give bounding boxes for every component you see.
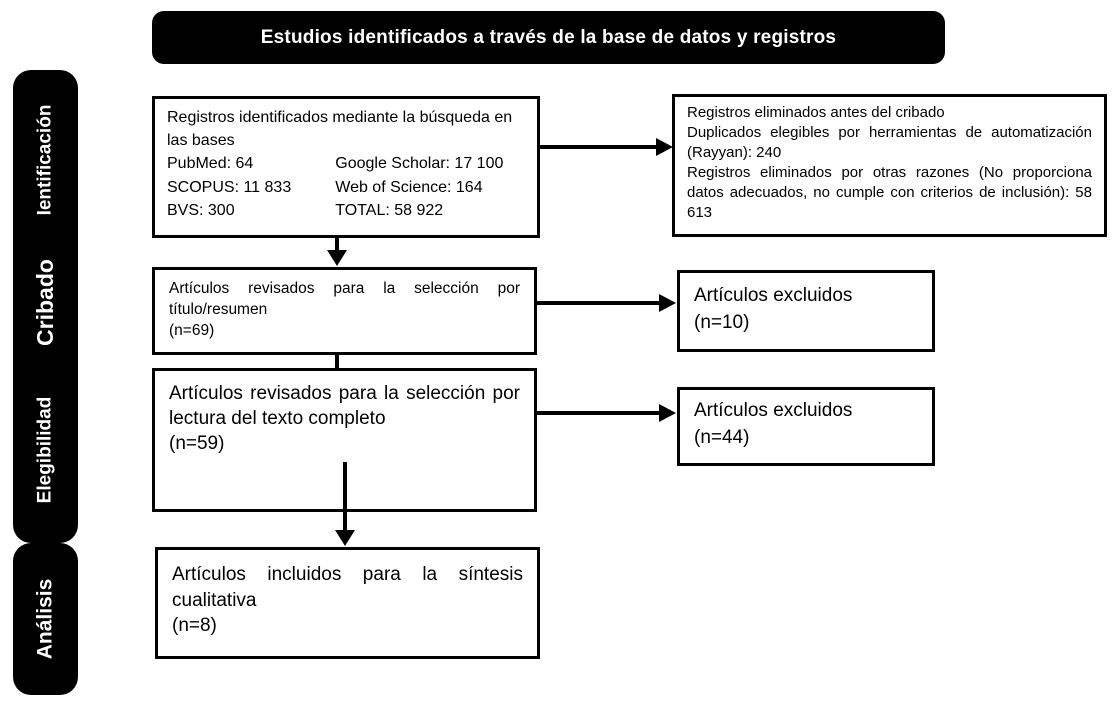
source-bvs: BVS: 300 (167, 201, 235, 219)
records-identified-sources: PubMed: 64 Google Scholar: 17 100 SCOPUS… (167, 152, 525, 222)
arrow-fulltext-to-included (343, 462, 347, 532)
source-pubmed: PubMed: 64 (167, 155, 254, 173)
box-title-abstract-screening: Artículos revisados para la selección po… (152, 267, 537, 355)
included-synthesis-count: (n=8) (172, 615, 217, 637)
excluded-fulltext-text: Artículos excluidos (694, 400, 853, 421)
stage-label-identification-text: Ientificación (34, 104, 56, 216)
stage-label-screening-text: Cribado (32, 258, 59, 346)
arrowhead-down-icon (335, 530, 355, 546)
records-removed-line2: Duplicados elegibles por herramientas de… (687, 124, 1092, 161)
stage-label-analysis-text: Análisis (33, 578, 57, 660)
arrowhead-right-icon (659, 294, 676, 312)
arrow-fulltext-to-excluded (536, 411, 660, 415)
title-abstract-screening-text: Artículos revisados para la selección po… (169, 280, 520, 318)
title-abstract-screening-count: (n=69) (169, 321, 215, 339)
excluded-title-abstract-text: Artículos excluidos (694, 285, 853, 306)
source-scopus: SCOPUS: 11 833 (167, 178, 292, 196)
stage-label-eligibility-text: Elegibilidad (34, 396, 56, 504)
records-removed-line3: Registros eliminados por otras razones (… (687, 164, 1092, 221)
source-google-scholar: Google Scholar: 17 100 (335, 155, 504, 173)
arrow-identified-to-removed (539, 145, 657, 149)
box-included-synthesis: Artículos incluidos para la síntesis cua… (155, 547, 540, 659)
arrow-identified-to-screening (335, 238, 339, 252)
source-total: TOTAL: 58 922 (335, 201, 444, 219)
fulltext-review-text: Artículos revisados para la selección po… (169, 383, 520, 430)
source-web-of-science: Web of Science: 164 (335, 178, 483, 196)
box-excluded-fulltext: Artículos excluidos (n=44) (677, 387, 935, 466)
stage-label-screening: Cribado (13, 243, 78, 361)
records-identified-intro: Registros identificados mediante la búsq… (167, 109, 513, 150)
stage-label-identification: Ientificación (13, 80, 78, 240)
included-synthesis-text: Artículos incluidos para la síntesis cua… (172, 564, 523, 611)
arrow-screening-to-excluded (536, 301, 660, 305)
box-fulltext-review: Artículos revisados para la selección po… (152, 368, 537, 512)
arrowhead-right-icon (659, 404, 676, 422)
box-records-identified: Registros identificados mediante la búsq… (152, 96, 540, 238)
diagram-title: Estudios identificados a través de la ba… (152, 11, 945, 64)
excluded-title-abstract-count: (n=10) (694, 311, 750, 333)
stage-band-bottom (13, 543, 78, 695)
arrowhead-down-icon (327, 250, 347, 266)
connector-screening-to-fulltext (335, 354, 339, 369)
box-records-removed: Registros eliminados antes del cribado D… (672, 94, 1107, 237)
excluded-fulltext-count: (n=44) (694, 426, 750, 448)
box-excluded-title-abstract: Artículos excluidos (n=10) (677, 270, 935, 352)
stage-band-top (13, 70, 78, 543)
fulltext-review-count: (n=59) (169, 433, 225, 455)
records-removed-line1: Registros eliminados antes del cribado (687, 104, 945, 121)
stage-label-eligibility: Elegibilidad (13, 370, 78, 530)
stage-label-analysis: Análisis (13, 548, 78, 690)
arrowhead-right-icon (656, 138, 673, 156)
